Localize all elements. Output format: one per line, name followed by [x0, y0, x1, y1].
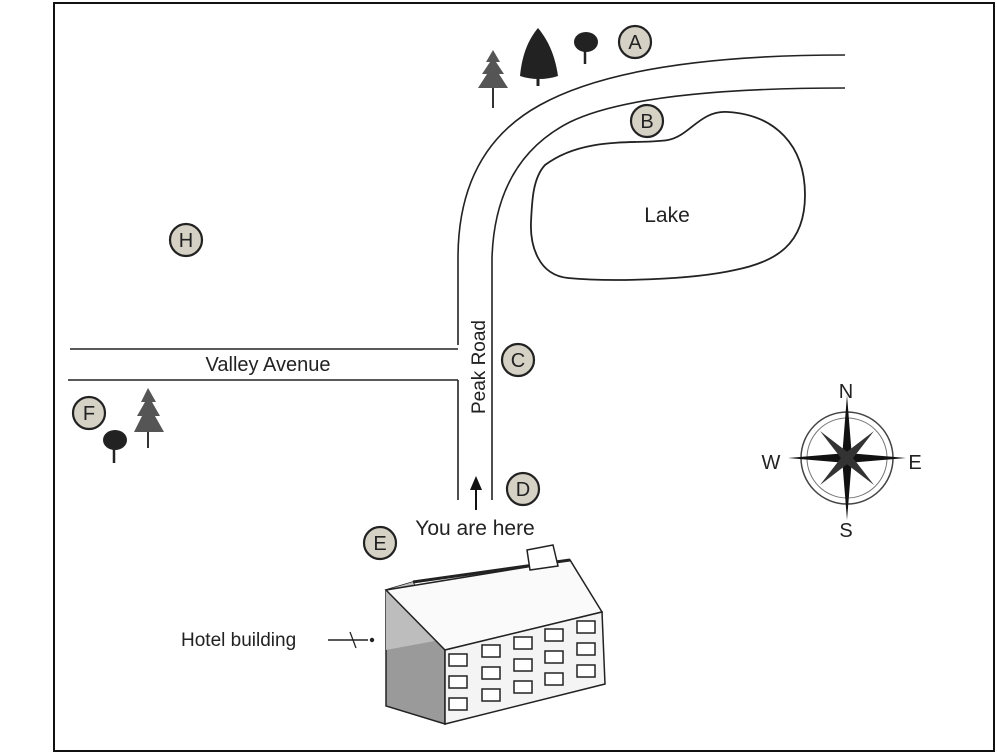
hotel-building-icon	[384, 544, 606, 726]
hotel-pointer	[328, 631, 375, 649]
trees-west	[103, 388, 164, 463]
fir-tree-icon	[520, 28, 558, 86]
peak-road-inner-edge	[491, 87, 846, 340]
marker-b-letter: B	[640, 111, 653, 133]
marker-d[interactable]: D	[505, 471, 541, 507]
pine-tree-icon	[134, 388, 164, 448]
compass-west-label: W	[762, 452, 781, 474]
marker-f[interactable]: F	[71, 395, 107, 431]
marker-c[interactable]: C	[500, 342, 536, 378]
marker-b[interactable]: B	[629, 103, 665, 139]
lake-shape	[530, 111, 806, 281]
peak-road-label: Peak Road	[469, 320, 490, 414]
marker-a-letter: A	[628, 32, 642, 54]
you-are-here-label: You are here	[415, 517, 535, 540]
compass-east-label: E	[908, 452, 921, 474]
marker-a[interactable]: A	[617, 24, 653, 60]
peak-road-outer-edge	[457, 54, 846, 345]
trees-north	[478, 28, 598, 108]
marker-h-letter: H	[179, 230, 193, 252]
hotel-building-label: Hotel building	[181, 630, 296, 651]
marker-h[interactable]: H	[168, 222, 204, 258]
marker-d-letter: D	[516, 479, 530, 501]
roads	[68, 54, 846, 500]
round-tree-icon	[574, 32, 598, 64]
valley-avenue-label: Valley Avenue	[206, 354, 331, 376]
compass-rose-icon	[788, 395, 906, 520]
marker-c-letter: C	[511, 350, 525, 372]
compass-north-label: N	[839, 381, 853, 403]
lake-label: Lake	[644, 204, 690, 227]
marker-f-letter: F	[83, 403, 95, 425]
marker-e[interactable]: E	[362, 525, 398, 561]
pine-tree-icon	[478, 50, 508, 108]
round-tree-icon	[103, 430, 127, 463]
you-are-here-arrow	[470, 476, 482, 510]
compass-south-label: S	[839, 520, 852, 542]
marker-e-letter: E	[373, 533, 386, 555]
